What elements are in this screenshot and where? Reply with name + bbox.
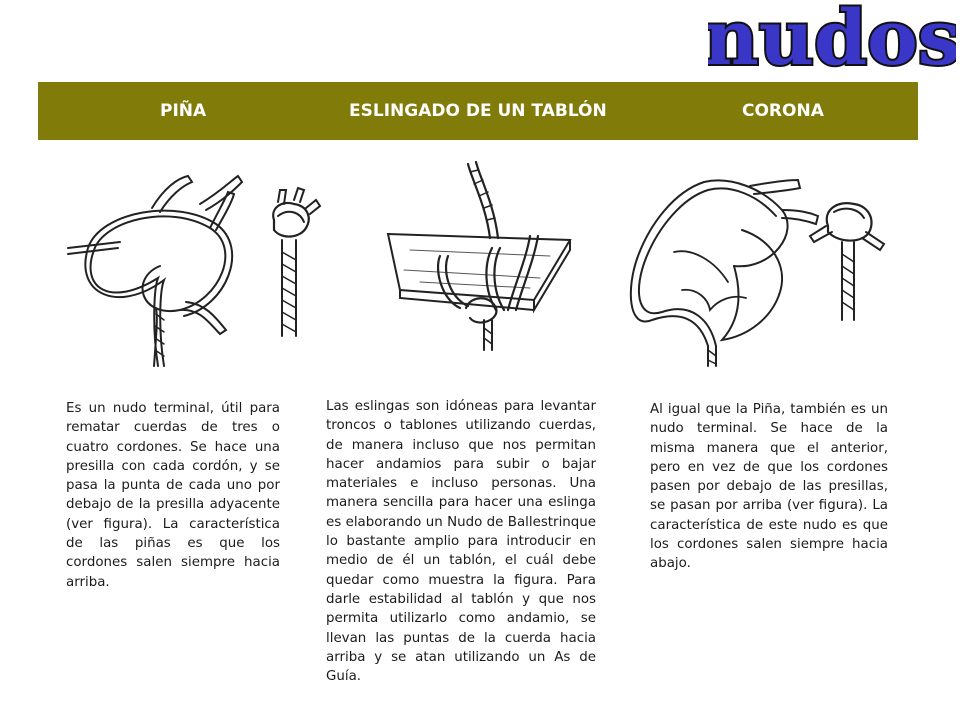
pina-description: Es un nudo terminal, útil para rematar c…	[66, 401, 280, 590]
nudos-logo: nudos	[701, 0, 960, 84]
slinging-plank-illustration	[380, 160, 595, 360]
nudos-logo-text: nudos	[708, 0, 956, 80]
corona-description: Al igual que la Piña, también es un nudo…	[650, 402, 888, 572]
eslingado-description: Las eslingas son idóneas para levantar t…	[326, 399, 596, 685]
header-pina: PIÑA	[160, 101, 207, 121]
header-corona: CORONA	[742, 101, 824, 121]
section-header-bar: PIÑA ESLINGADO DE UN TABLÓN CORONA	[38, 82, 918, 140]
corona-knot-illustration	[622, 170, 892, 380]
pina-knot-illustration	[60, 168, 330, 388]
header-eslingado: ESLINGADO DE UN TABLÓN	[349, 101, 607, 121]
